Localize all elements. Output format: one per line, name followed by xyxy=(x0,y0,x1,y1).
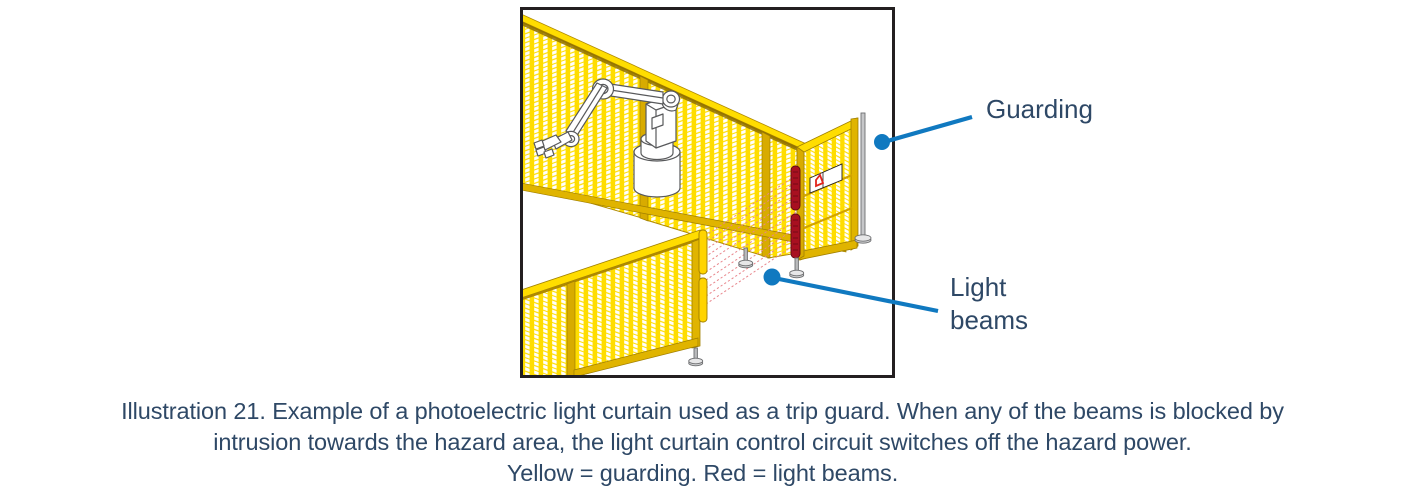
light-curtain-sensor-columns xyxy=(790,165,801,259)
rear-fence-mullion-2 xyxy=(761,131,771,259)
warning-sign xyxy=(809,163,843,194)
callout-leader-guarding xyxy=(874,114,973,150)
fence-post-gate-right xyxy=(854,112,872,244)
figure-caption: Illustration 21. Example of a photoelect… xyxy=(0,396,1405,489)
front-fence-end-post xyxy=(691,238,701,349)
receiver-lower-body xyxy=(790,213,801,259)
fence-post-gate-left xyxy=(789,257,805,279)
robot-shoulder-hub xyxy=(666,94,676,104)
light-curtain-receiver-upper xyxy=(790,165,801,211)
robot-housing-panel xyxy=(651,113,664,130)
front-fence-bottom-rail xyxy=(573,337,699,376)
light-beam-5 xyxy=(704,203,796,265)
receiver-upper-body xyxy=(790,165,801,211)
light-curtain-receiver-lower xyxy=(790,213,801,259)
illustration-frame-border xyxy=(520,7,895,378)
callout-leader-light-beams xyxy=(763,268,939,314)
robot-gripper-finger-1 xyxy=(533,139,545,150)
gate-guard-panel xyxy=(796,117,859,261)
light-beam-4 xyxy=(704,196,796,258)
caption-line-2: intrusion towards the hazard area, the l… xyxy=(213,429,1192,455)
light-beam-1 xyxy=(704,175,796,237)
guarding-leader-line xyxy=(883,114,973,145)
robot-gripper-finger-3 xyxy=(543,148,555,159)
receiver-upper-lenses xyxy=(793,171,798,203)
gate-panel-frame-right xyxy=(850,117,859,251)
rear-fence-bottom-rail xyxy=(522,182,847,253)
guarding-leader-dot xyxy=(874,134,890,150)
front-guard-fence-panels xyxy=(522,229,701,376)
light-beam-6 xyxy=(705,211,797,273)
robot-shoulder-joint xyxy=(661,90,681,112)
emitter-upper-body xyxy=(698,229,708,275)
light-curtain-emitter-columns xyxy=(698,229,708,323)
light-beam-7 xyxy=(705,219,797,281)
light-beam-2 xyxy=(704,182,796,244)
robot-housing-edge-a xyxy=(645,103,657,111)
robot-arm xyxy=(533,78,681,198)
callout-label-guarding: Guarding xyxy=(986,94,1093,124)
front-fence-mullion-1 xyxy=(566,280,576,376)
robot-wrist-link xyxy=(551,131,573,150)
light-beams-leader-line xyxy=(773,275,939,314)
scene-contents xyxy=(522,9,893,376)
robot-gripper xyxy=(533,134,562,159)
light-beam-3 xyxy=(704,189,796,251)
caption-line-3: Yellow = guarding. Red = light beams. xyxy=(506,460,899,486)
gate-panel-brace-2 xyxy=(803,206,853,230)
receiver-lower-lenses xyxy=(793,219,798,251)
caption-line-1: Illustration 21. Example of a photoelect… xyxy=(121,398,1284,424)
light-beam-8 xyxy=(705,227,797,289)
warning-sign-triangle-icon xyxy=(815,173,825,188)
light-beams-leader-dot xyxy=(763,268,781,286)
front-fence-panel-1-mesh xyxy=(522,283,570,376)
fence-post-front-right xyxy=(688,347,704,367)
fence-posts xyxy=(688,112,872,367)
fence-post-rear-mid xyxy=(738,247,754,269)
callout-label-light-beams: Light beams xyxy=(950,272,1029,335)
light-beams xyxy=(704,175,797,305)
light-beam-10 xyxy=(705,243,797,305)
robot-forearm-crease xyxy=(571,85,603,135)
emitter-lower-body xyxy=(698,277,708,323)
